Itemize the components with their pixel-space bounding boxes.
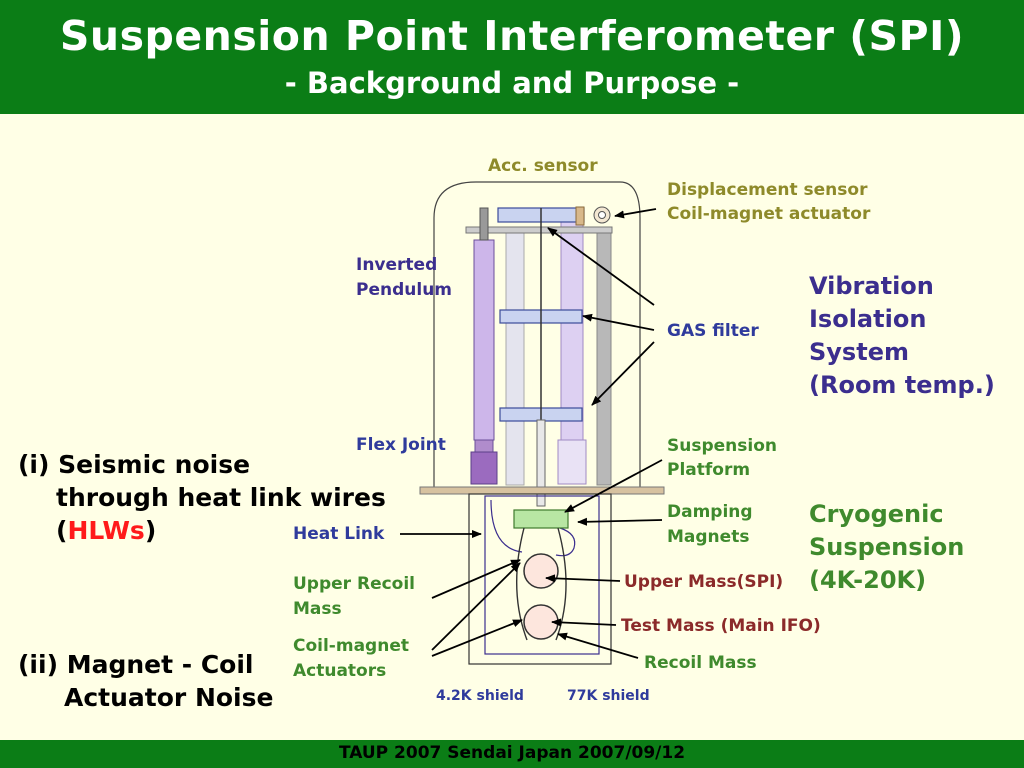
hlw-close-paren: ) <box>144 516 157 545</box>
vibration-isolation-line4: (Room temp.) <box>809 371 995 399</box>
shield-77k-outline <box>468 493 612 665</box>
shield-77k-label: 77K shield <box>567 688 650 704</box>
upper-mass-spi-label: Upper Mass(SPI) <box>624 572 784 592</box>
cryogenic-suspension-line2: Suspension <box>809 533 965 561</box>
coil-magnet-actuator-label: Coil-magnet actuator <box>667 204 871 224</box>
coil-magnet-actuators-label-line2: Actuators <box>293 661 387 681</box>
top-structure <box>465 206 613 241</box>
vibration-isolation-line2: Isolation <box>809 305 927 333</box>
shield-4k-label: 4.2K shield <box>436 688 524 704</box>
flex-joint-label: Flex Joint <box>356 435 446 455</box>
gas-filter-label: GAS filter <box>667 321 759 341</box>
inverted-pendulum-label-line2: Pendulum <box>356 280 453 300</box>
center-wire-guide <box>536 419 546 507</box>
noise-item-2-line1: (ii) Magnet - Coil <box>18 650 254 679</box>
heat-link-wire-left <box>490 499 523 553</box>
noise-item-1-line2: through heat link wires <box>56 483 386 512</box>
noise-item-1-line3: (HLWs) <box>56 514 156 547</box>
inverted-pendulum-label-line1: Inverted <box>356 255 438 275</box>
suspension-platform-label-line1: Suspension <box>667 436 777 456</box>
slide-subtitle: - Background and Purpose - <box>284 66 740 100</box>
vibration-isolation-line3: System <box>809 338 909 366</box>
vacuum-chamber-dome <box>433 181 641 487</box>
callout-arrows <box>400 208 663 659</box>
damping-magnet-plate <box>513 509 569 529</box>
header-bar: Suspension Point Interferometer (SPI) - … <box>0 0 1024 114</box>
cryogenic-suspension-line1: Cryogenic <box>809 500 944 528</box>
displacement-sensor-label: Displacement sensor <box>667 180 868 200</box>
damping-magnets-label-line1: Damping <box>667 502 753 522</box>
upper-recoil-mass-label-line1: Upper Recoil <box>293 574 416 594</box>
footer-text: TAUP 2007 Sendai Japan 2007/09/12 <box>338 743 686 763</box>
recoil-mass-label: Recoil Mass <box>644 653 757 673</box>
cryogenic-suspension-line3: (4K-20K) <box>809 566 927 594</box>
acc-sensor-label: Acc. sensor <box>488 156 598 176</box>
suspension-platform-label-line2: Platform <box>667 460 751 480</box>
slide-title: Suspension Point Interferometer (SPI) <box>59 12 965 60</box>
recoil-frame <box>515 527 567 641</box>
coil-magnet-actuators-label-line1: Coil-magnet <box>293 636 409 656</box>
noise-item-1-line1: (i) Seismic noise <box>18 450 251 479</box>
suspension-platform <box>419 486 665 495</box>
upper-recoil-mass-label-line2: Mass <box>293 599 342 619</box>
upper-mass-spi <box>523 553 559 589</box>
damping-magnets-label-line2: Magnets <box>667 527 750 547</box>
hlw-term: HLWs <box>67 516 145 545</box>
vibration-isolation-line1: Vibration <box>809 272 934 300</box>
hlw-open-paren: ( <box>56 516 68 545</box>
heat-link-label: Heat Link <box>293 524 385 544</box>
noise-item-2-line2: Actuator Noise <box>64 683 274 712</box>
footer-bar: TAUP 2007 Sendai Japan 2007/09/12 <box>0 740 1024 768</box>
test-mass-label: Test Mass (Main IFO) <box>621 616 821 636</box>
